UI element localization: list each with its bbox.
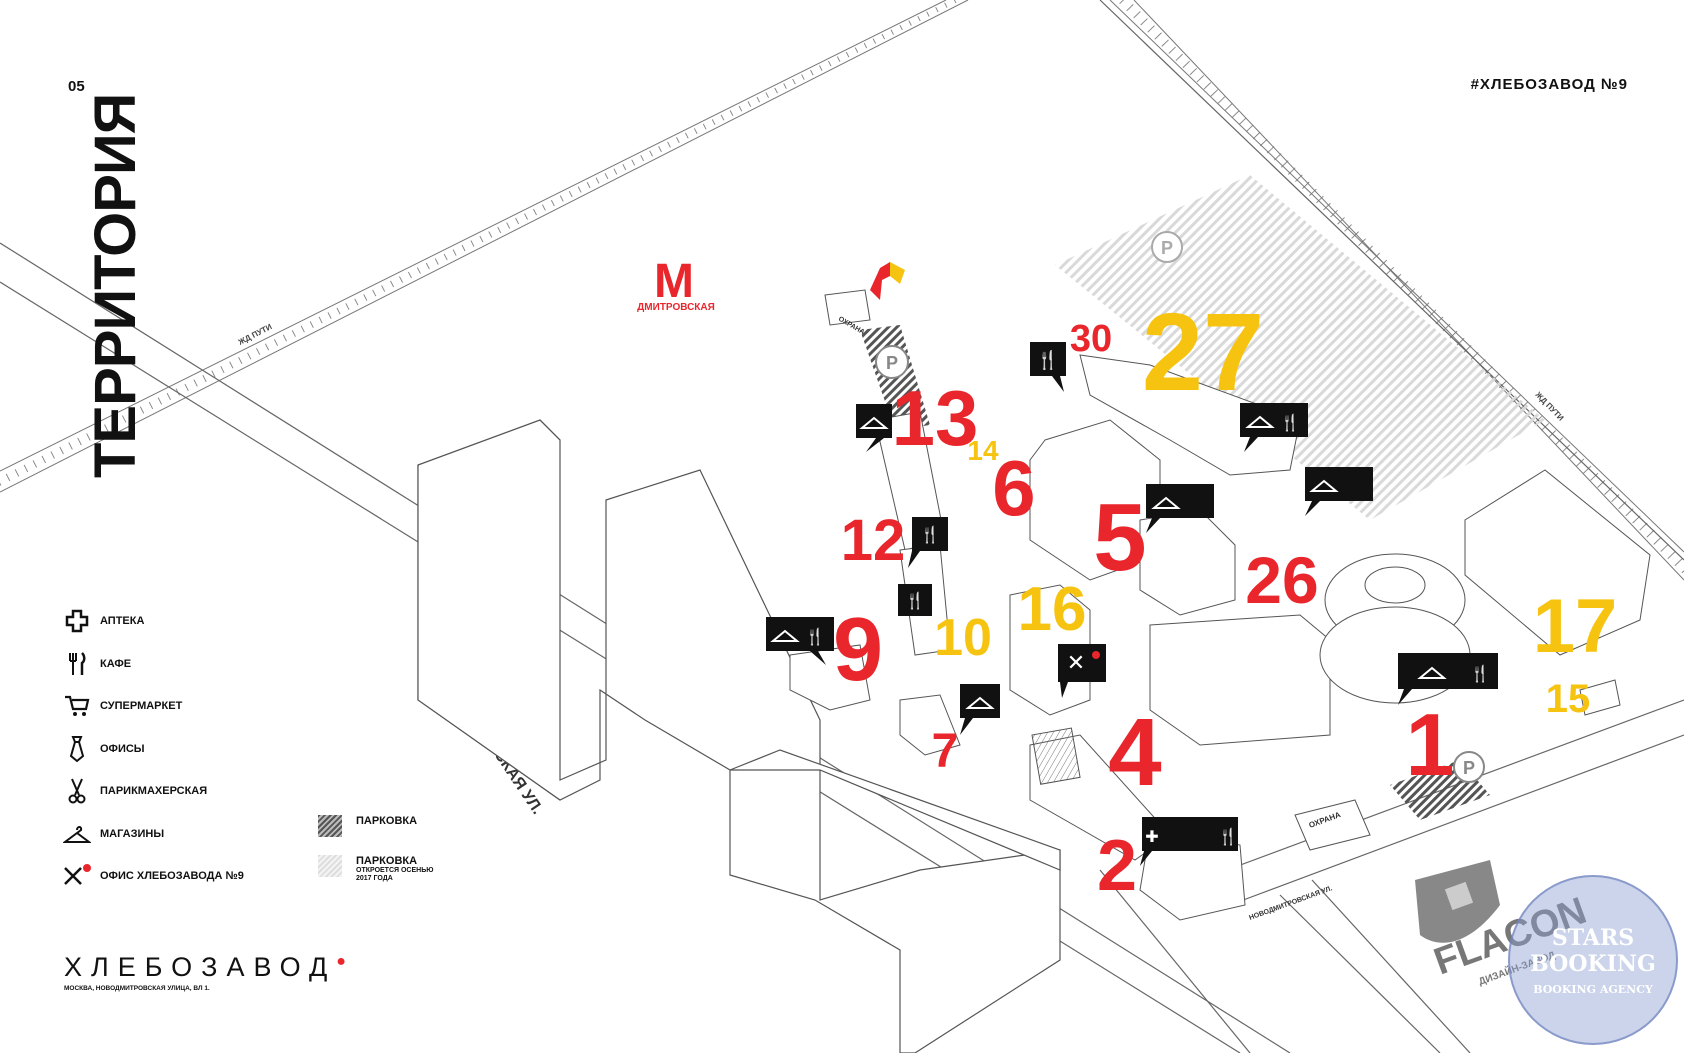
metro-station-label: ДМИТРОВСКАЯ [637, 302, 715, 313]
callout-shops-13 [856, 404, 892, 452]
watermark-line3: BOOKING AGENCY [1533, 983, 1653, 996]
page-title: ТЕРРИТОРИЯ [83, 93, 148, 478]
legend-parking-future: ПАРКОВКА ОТКРОЕТСЯ ОСЕНЬЮ 2017 ГОДА [318, 855, 446, 883]
legend-label: КАФЕ [100, 657, 132, 670]
callout-cafe-10: 🍴 [898, 584, 932, 616]
legend-cafe: КАФЕ [60, 643, 244, 686]
residential-blocks [417, 419, 1061, 1053]
svg-text:P: P [1161, 238, 1173, 258]
legend-label: АПТЕКА [100, 615, 145, 628]
legend-label: МАГАЗИНЫ [100, 827, 165, 840]
parking-future [1055, 175, 1545, 520]
legend-offices: ОФИСЫ [60, 728, 244, 771]
building-number-16: 16 [1018, 575, 1087, 644]
watermark-stamp: STARS BOOKING BOOKING AGENCY [1508, 875, 1678, 1045]
legend-hlebozavod-office: ОФИС ХЛЕБОЗАВОДА №9 [60, 855, 244, 898]
svg-text:P: P [886, 353, 898, 373]
legend-hairdresser: ПАРИКМАХЕРСКАЯ [60, 770, 244, 813]
building-number-1: 1 [1406, 695, 1455, 794]
building-number-4: 4 [1108, 699, 1161, 806]
parking-legend: ПАРКОВКА ПАРКОВКА ОТКРОЕТСЯ ОСЕНЬЮ 2017 … [318, 815, 446, 901]
building-number-30: 30 [1070, 318, 1112, 360]
callout-all-2: ✚🍴 [1140, 817, 1238, 866]
callout-hlebozavod-office-16: ✕ [1058, 644, 1106, 698]
svg-text:P: P [1463, 758, 1475, 778]
watermark-line2: BOOKING [1530, 951, 1656, 977]
legend-label: ПАРКОВКА [356, 855, 418, 867]
building-number-15: 15 [1546, 677, 1591, 721]
building-number-6: 6 [992, 444, 1035, 532]
buildings [789, 289, 1651, 921]
callout-shops-7 [960, 684, 1000, 735]
logo-address: МОСКВА, НОВОДМИТРОВСКАЯ УЛИЦА, ВЛ 1. [64, 985, 210, 992]
parking-swatch [318, 815, 342, 837]
amenity-callouts: 🍴 🍴 🍴 🍴 🍴 ✕ 🍴 ✚🍴 [766, 342, 1498, 866]
svg-text:M: M [654, 255, 694, 308]
entrance-gate-icon [870, 262, 905, 300]
svg-text:🍴: 🍴 [905, 591, 925, 610]
legend-supermarket: СУПЕРМАРКЕТ [60, 685, 244, 728]
svg-text:✚: ✚ [1145, 829, 1158, 846]
amenity-legend: АПТЕКА КАФЕ СУПЕРМАРКЕТ ОФИСЫ ПАРИКМАХЕР… [60, 600, 244, 898]
legend-parking: ПАРКОВКА [318, 815, 446, 837]
callout-shops-cafe-27: 🍴 [1240, 403, 1308, 452]
street-label-novodmitrovskaya: НОВОДМИТРОВСКАЯ УЛ. [1248, 885, 1333, 922]
callout-shops-cafe-9: 🍴 [766, 617, 834, 665]
svg-text:🍴: 🍴 [805, 627, 825, 646]
building-number-5: 5 [1093, 484, 1146, 591]
office-hlebozavod-icon [60, 861, 94, 891]
building-number-2: 2 [1097, 826, 1137, 906]
building-number-10: 10 [934, 609, 992, 667]
hairdresser-icon [60, 776, 94, 806]
metro-logo: M ДМИТРОВСКАЯ [637, 255, 715, 313]
legend-label: ПАРИКМАХЕРСКАЯ [100, 785, 208, 798]
building-number-27: 27 [1142, 291, 1264, 414]
callout-shops-offices-26 [1305, 467, 1373, 516]
legend-label: ОФИСЫ [100, 742, 145, 755]
svg-text:🍴: 🍴 [1037, 349, 1059, 371]
svg-text:🍴: 🍴 [1470, 664, 1490, 683]
legend-label: ПАРКОВКА [356, 815, 418, 827]
callout-shops-offices-5 [1146, 484, 1214, 533]
building-number-13: 13 [892, 374, 979, 462]
callout-cafe-30: 🍴 [1030, 342, 1066, 392]
callout-all-1: 🍴 [1398, 653, 1498, 705]
hlebozavod-logo: ХЛЕБОЗАВОД● МОСКВА, НОВОДМИТРОВСКАЯ УЛИЦ… [64, 952, 355, 992]
legend-label: ОФИС ХЛЕБОЗАВОДА №9 [100, 870, 244, 883]
railway: ЖД ПУТИ ЖД ПУТИ [0, 0, 1684, 581]
parking-icon: P [1453, 751, 1485, 783]
building-number-17: 17 [1533, 584, 1618, 669]
svg-text:🍴: 🍴 [1218, 827, 1238, 846]
supermarket-icon [60, 691, 94, 721]
building-number-12: 12 [841, 508, 906, 573]
offices-icon [60, 734, 94, 764]
page-number: 05 [68, 78, 85, 95]
page-hashtag: #ХЛЕБОЗАВОД №9 [1470, 76, 1628, 93]
legend-note: ОТКРОЕТСЯ ОСЕНЬЮ 2017 ГОДА [356, 867, 434, 882]
building-number-26: 26 [1245, 543, 1318, 617]
building-number-14: 14 [967, 435, 999, 466]
parking-icon: P [1151, 231, 1183, 263]
parking-icon: P [875, 345, 909, 379]
building-number-7: 7 [932, 725, 959, 778]
parking-future-swatch [318, 855, 342, 877]
watermark-line1: STARS [1551, 925, 1635, 951]
building-number-9: 9 [833, 600, 883, 700]
pharmacy-icon [60, 606, 94, 636]
svg-text:🍴: 🍴 [920, 525, 940, 544]
legend-label: СУПЕРМАРКЕТ [100, 700, 183, 713]
legend-shops: МАГАЗИНЫ [60, 813, 244, 856]
shops-icon [60, 819, 94, 849]
svg-text:🍴: 🍴 [1280, 413, 1300, 432]
cafe-icon [60, 649, 94, 679]
legend-pharmacy: АПТЕКА [60, 600, 244, 643]
callout-cafe-12: 🍴 [908, 517, 948, 568]
svg-text:✕: ✕ [1067, 650, 1085, 675]
logo-wordmark: ХЛЕБОЗАВОД● [64, 952, 355, 982]
